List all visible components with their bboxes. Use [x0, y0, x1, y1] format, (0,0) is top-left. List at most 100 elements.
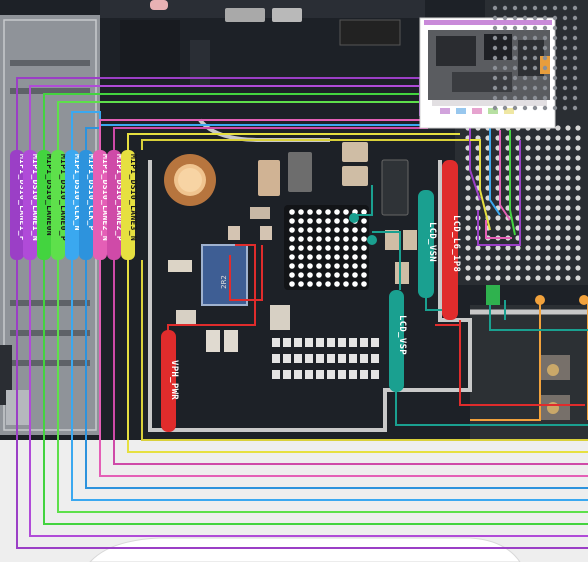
- pad-dot: [525, 215, 531, 221]
- pad-dot: [522, 15, 528, 21]
- pad-dot: [575, 185, 581, 191]
- pad-dot: [545, 225, 551, 231]
- pad-dot: [505, 265, 511, 271]
- pad-dot: [565, 165, 571, 171]
- pad-dot: [475, 205, 481, 211]
- pad-dot: [532, 85, 538, 91]
- pad-dot: [562, 25, 568, 31]
- pad-dot: [542, 15, 548, 21]
- smd-pad: [316, 354, 324, 363]
- smd-pad: [349, 370, 357, 379]
- pad-dot: [572, 5, 578, 11]
- smd-pad: [294, 370, 302, 379]
- pad-dot: [525, 235, 531, 241]
- label-lane2-p: MIPI_DSI0_LANE2_P: [115, 154, 124, 241]
- smd-pad: [305, 354, 313, 363]
- pad-dot: [552, 5, 558, 11]
- pad-dot: [298, 236, 304, 242]
- pad-dot: [562, 35, 568, 41]
- signal-traces: [16, 77, 588, 549]
- pad-dot: [532, 75, 538, 81]
- pad-dot: [512, 75, 518, 81]
- pad-dot: [565, 145, 571, 151]
- pad-dot: [495, 265, 501, 271]
- pad-dot: [485, 275, 491, 281]
- pad-dot: [525, 245, 531, 251]
- pad-dot: [343, 263, 349, 269]
- pad-dot: [307, 263, 313, 269]
- pad-dot: [502, 25, 508, 31]
- pad-dot: [316, 245, 322, 251]
- pad-dot: [572, 45, 578, 51]
- pad-dot: [475, 245, 481, 251]
- pad-dot: [485, 205, 491, 211]
- pad-dot: [575, 265, 581, 271]
- pad-dot: [572, 65, 578, 71]
- pad-dot: [465, 215, 471, 221]
- pad-dot: [334, 227, 340, 233]
- pad-dot: [525, 205, 531, 211]
- label-lane1-n: MIPI_DSI0_LANE1_N: [31, 154, 40, 241]
- inductor-mark: 2R2: [220, 275, 228, 289]
- pad-dot: [502, 85, 508, 91]
- pad-dot: [575, 275, 581, 281]
- pad-dot: [289, 227, 295, 233]
- pad-dot: [535, 205, 541, 211]
- pad-dot: [492, 95, 498, 101]
- smd-pad: [283, 338, 291, 347]
- pad-dot: [298, 227, 304, 233]
- pad-dot: [316, 209, 322, 215]
- pad-dot: [334, 218, 340, 224]
- pad-dot: [575, 125, 581, 131]
- pad-dot: [502, 15, 508, 21]
- pad-dot: [522, 105, 528, 111]
- pad-dot: [307, 209, 313, 215]
- pad-dot: [562, 105, 568, 111]
- pad-dot: [575, 175, 581, 181]
- pad-dot: [565, 235, 571, 241]
- pad-dot: [532, 105, 538, 111]
- pad-dot: [352, 236, 358, 242]
- board-thumbnail: [419, 17, 556, 129]
- pad-dot: [325, 209, 331, 215]
- pad-dot: [545, 205, 551, 211]
- pad-dot: [575, 225, 581, 231]
- pad-dot: [562, 85, 568, 91]
- pad-dot: [307, 227, 313, 233]
- pad-dot: [532, 95, 538, 101]
- pad-dot: [298, 254, 304, 260]
- pad-dot: [361, 263, 367, 269]
- pad-dot: [552, 35, 558, 41]
- pad-dot: [545, 235, 551, 241]
- pad-dot: [298, 209, 304, 215]
- pad-dot: [289, 218, 295, 224]
- pad-dot: [505, 275, 511, 281]
- pad-dot: [522, 75, 528, 81]
- pad-dot: [565, 155, 571, 161]
- pad-dot: [495, 215, 501, 221]
- smd-pad: [283, 370, 291, 379]
- label-lane2-n: MIPI_DSI0_LANE2_N: [101, 154, 110, 241]
- pad-dot: [361, 209, 367, 215]
- pad-dot: [512, 45, 518, 51]
- pad-dot: [542, 85, 548, 91]
- pad-dot: [572, 95, 578, 101]
- pad-dot: [289, 281, 295, 287]
- pad-dot: [532, 65, 538, 71]
- pad-dot: [525, 195, 531, 201]
- pad-dot: [505, 245, 511, 251]
- pad-dot: [565, 275, 571, 281]
- smd-pad: [371, 370, 379, 379]
- pad-dot: [575, 165, 581, 171]
- smd-pad: [327, 370, 335, 379]
- pad-dot: [532, 5, 538, 11]
- pad-dot: [334, 254, 340, 260]
- pad-dot: [565, 225, 571, 231]
- smd-pad: [294, 354, 302, 363]
- pad-dot: [525, 275, 531, 281]
- pad-dot: [492, 35, 498, 41]
- pad-dot: [512, 65, 518, 71]
- pad-dot: [545, 275, 551, 281]
- pad-dot: [555, 175, 561, 181]
